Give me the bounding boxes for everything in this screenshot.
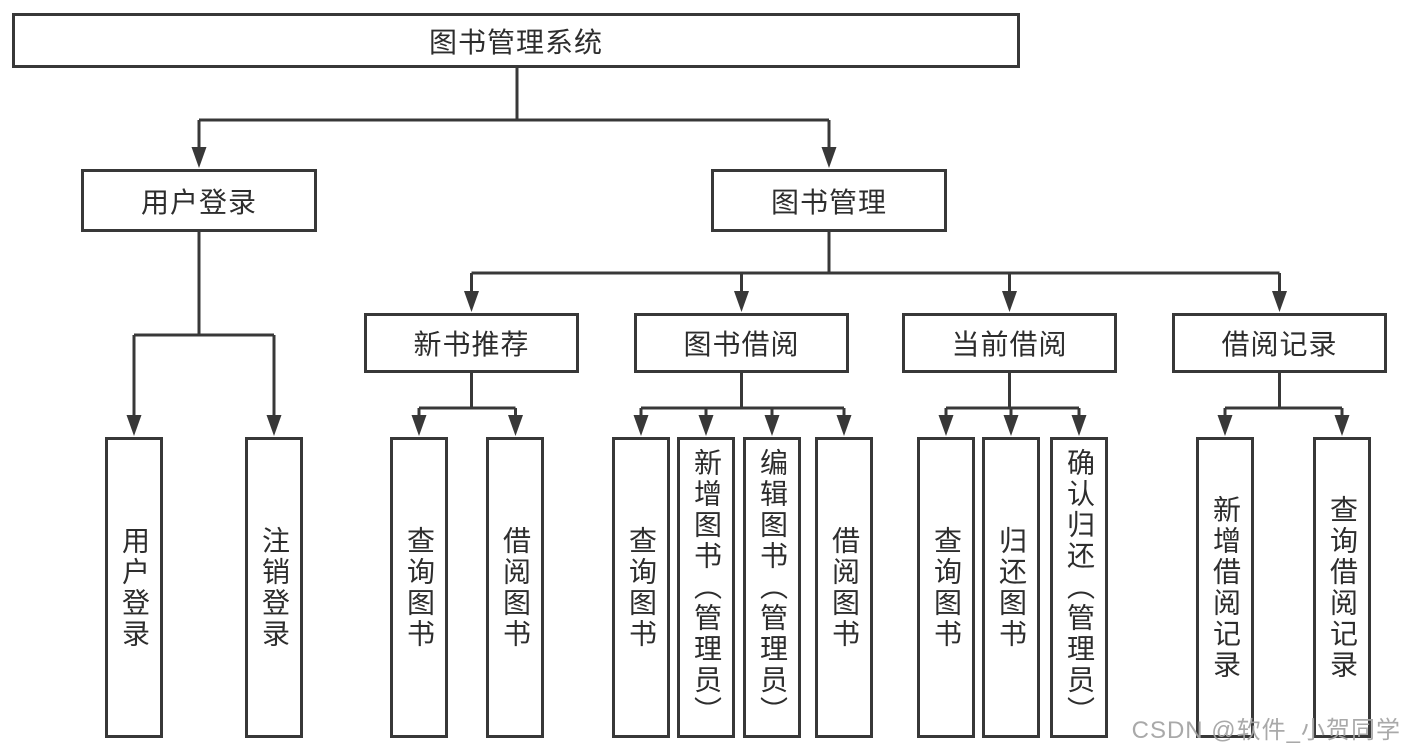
arrowheads	[126, 147, 1350, 436]
leaf-logout: 注销登录	[245, 437, 303, 738]
node-current-borrowing: 当前借阅	[902, 313, 1117, 373]
leaf-borrow-books-recommend-label: 借阅图书	[500, 525, 531, 650]
leaf-edit-book-admin-label: 编辑图书（管理员）	[757, 448, 788, 727]
node-book-borrowing: 图书借阅	[634, 313, 849, 373]
leaf-query-borrow-record: 查询借阅记录	[1313, 437, 1371, 738]
node-new-book-recommend-label: 新书推荐	[413, 329, 530, 360]
leaf-confirm-return-admin: 确认归还（管理员）	[1050, 437, 1108, 738]
leaf-query-books-borrowing-label: 查询图书	[626, 525, 657, 650]
leaf-borrow-books-recommend: 借阅图书	[486, 437, 544, 738]
leaf-user-login: 用户登录	[105, 437, 163, 738]
leaf-confirm-return-admin-label: 确认归还（管理员）	[1064, 448, 1095, 727]
csdn-watermark: CSDN @软件_小贺同学	[1131, 717, 1401, 744]
leaf-query-books-recommend-label: 查询图书	[404, 525, 435, 650]
node-book-management: 图书管理	[711, 169, 947, 232]
node-new-book-recommend: 新书推荐	[364, 313, 579, 373]
node-root: 图书管理系统	[12, 13, 1020, 68]
leaf-add-book-admin-label: 新增图书（管理员）	[691, 448, 722, 727]
node-borrowing-records-label: 借阅记录	[1221, 329, 1338, 360]
node-current-borrowing-label: 当前借阅	[951, 329, 1068, 360]
leaf-borrow-books-label: 借阅图书	[829, 525, 860, 650]
node-root-label: 图书管理系统	[428, 26, 603, 58]
leaf-query-borrow-record-label: 查询借阅记录	[1327, 494, 1358, 681]
leaf-query-books-current: 查询图书	[917, 437, 975, 738]
leaf-add-borrow-record: 新增借阅记录	[1196, 437, 1254, 738]
node-borrowing-records: 借阅记录	[1172, 313, 1387, 373]
node-user-login-label: 用户登录	[140, 186, 257, 218]
leaf-add-book-admin: 新增图书（管理员）	[677, 437, 735, 738]
node-book-management-label: 图书管理	[770, 186, 887, 218]
leaf-return-books: 归还图书	[982, 437, 1040, 738]
leaf-logout-label: 注销登录	[259, 525, 290, 650]
leaf-borrow-books: 借阅图书	[815, 437, 873, 738]
node-book-borrowing-label: 图书借阅	[683, 329, 800, 360]
leaf-query-books-current-label: 查询图书	[931, 525, 962, 650]
leaf-return-books-label: 归还图书	[996, 525, 1027, 650]
leaf-query-books-borrowing: 查询图书	[612, 437, 670, 738]
leaf-edit-book-admin: 编辑图书（管理员）	[743, 437, 801, 738]
leaf-query-books-recommend: 查询图书	[390, 437, 448, 738]
node-user-login: 用户登录	[81, 169, 317, 232]
leaf-user-login-label: 用户登录	[119, 525, 150, 650]
leaf-add-borrow-record-label: 新增借阅记录	[1210, 494, 1241, 681]
